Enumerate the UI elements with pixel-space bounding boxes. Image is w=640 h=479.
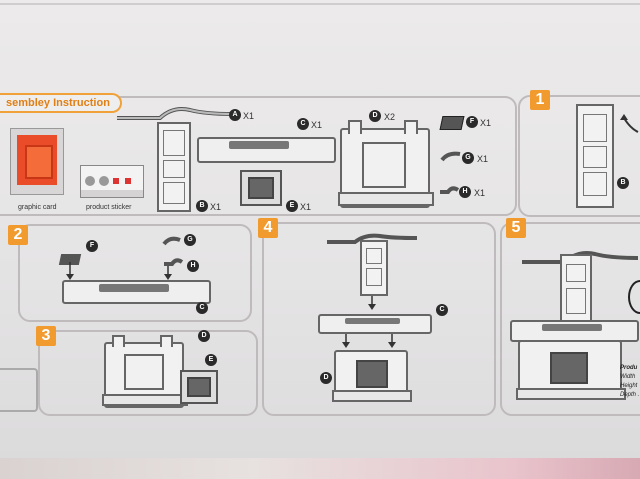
part-g-qty: X1 bbox=[477, 154, 488, 164]
step-4-oven-drawing bbox=[334, 350, 408, 402]
part-a-qty: X1 bbox=[243, 111, 254, 121]
floor-background bbox=[0, 458, 640, 479]
part-e-qty: X1 bbox=[300, 202, 311, 212]
part-d-oven-base-drawing bbox=[340, 128, 430, 208]
step-3-oven-base-drawing bbox=[104, 342, 184, 408]
box-fold-line bbox=[0, 3, 640, 5]
step-4-tower-drawing bbox=[360, 240, 388, 296]
step-2-callout-h: H bbox=[187, 260, 199, 272]
part-a-rail-drawing bbox=[115, 104, 235, 124]
part-b-qty: X1 bbox=[210, 202, 221, 212]
part-c-qty: X1 bbox=[311, 120, 322, 130]
step-1-tower-drawing bbox=[576, 104, 614, 208]
part-g-knob-drawing bbox=[440, 150, 462, 162]
part-a-badge: A bbox=[229, 109, 241, 121]
part-d-qty: X2 bbox=[384, 112, 395, 122]
part-c-countertop-drawing bbox=[197, 137, 336, 163]
part-h-badge: H bbox=[459, 186, 471, 198]
part-f-qty: X1 bbox=[480, 118, 491, 128]
part-b-badge: B bbox=[196, 200, 208, 212]
part-h-handle-drawing bbox=[438, 184, 460, 196]
step-4-countertop-drawing bbox=[318, 314, 432, 334]
product-sticker-label: product sticker bbox=[86, 204, 132, 211]
part-e-badge: E bbox=[286, 200, 298, 212]
left-edge-shape bbox=[0, 368, 38, 412]
step-4-arrows-bottom bbox=[340, 334, 400, 350]
step-3-callout-d: D bbox=[198, 330, 210, 342]
step-1-arrow bbox=[618, 112, 640, 136]
step-3-number: 3 bbox=[36, 326, 56, 346]
step-4-callout-c: C bbox=[436, 304, 448, 316]
graphic-card-image bbox=[10, 128, 64, 195]
step-3-callout-e: E bbox=[205, 354, 217, 366]
step-3-oven-door-drawing bbox=[180, 370, 218, 404]
spec-text: Produ Width Height Depth . bbox=[620, 364, 639, 400]
part-h-qty: X1 bbox=[474, 188, 485, 198]
step-2-callout-c: C bbox=[196, 302, 208, 314]
spec-line-2: Width bbox=[620, 373, 639, 382]
step-2-countertop-drawing bbox=[62, 280, 211, 304]
part-d-badge: D bbox=[369, 110, 381, 122]
step-2-callout-g: G bbox=[184, 234, 196, 246]
step-1-number: 1 bbox=[530, 90, 550, 110]
step-5-number: 5 bbox=[506, 218, 526, 238]
assembly-instruction-title: sembley Instruction bbox=[0, 93, 122, 113]
step-5-countertop-drawing bbox=[510, 320, 639, 342]
part-c-badge: C bbox=[297, 118, 309, 130]
product-sticker-image bbox=[80, 165, 144, 198]
part-e-oven-door-drawing bbox=[240, 170, 282, 206]
spec-line-3: Height bbox=[620, 382, 639, 391]
step-1-callout-b: B bbox=[617, 177, 629, 189]
step-5-tower-drawing bbox=[560, 254, 592, 326]
step-2-callout-f: F bbox=[86, 240, 98, 252]
step-4-number: 4 bbox=[258, 218, 278, 238]
step-4-arrow-top bbox=[366, 296, 378, 312]
step-5-oven-drawing bbox=[518, 340, 622, 400]
part-f-plate-drawing bbox=[440, 116, 465, 130]
spec-line-4: Depth . bbox=[620, 391, 639, 400]
part-g-badge: G bbox=[462, 152, 474, 164]
spec-line-1: Produ bbox=[620, 364, 639, 373]
part-b-tower-drawing bbox=[157, 122, 191, 212]
graphic-card-label: graphic card bbox=[18, 204, 57, 211]
part-f-badge: F bbox=[466, 116, 478, 128]
step-4-callout-d: D bbox=[320, 372, 332, 384]
step-2-number: 2 bbox=[8, 225, 28, 245]
step-2-knob-drawing bbox=[160, 234, 184, 268]
